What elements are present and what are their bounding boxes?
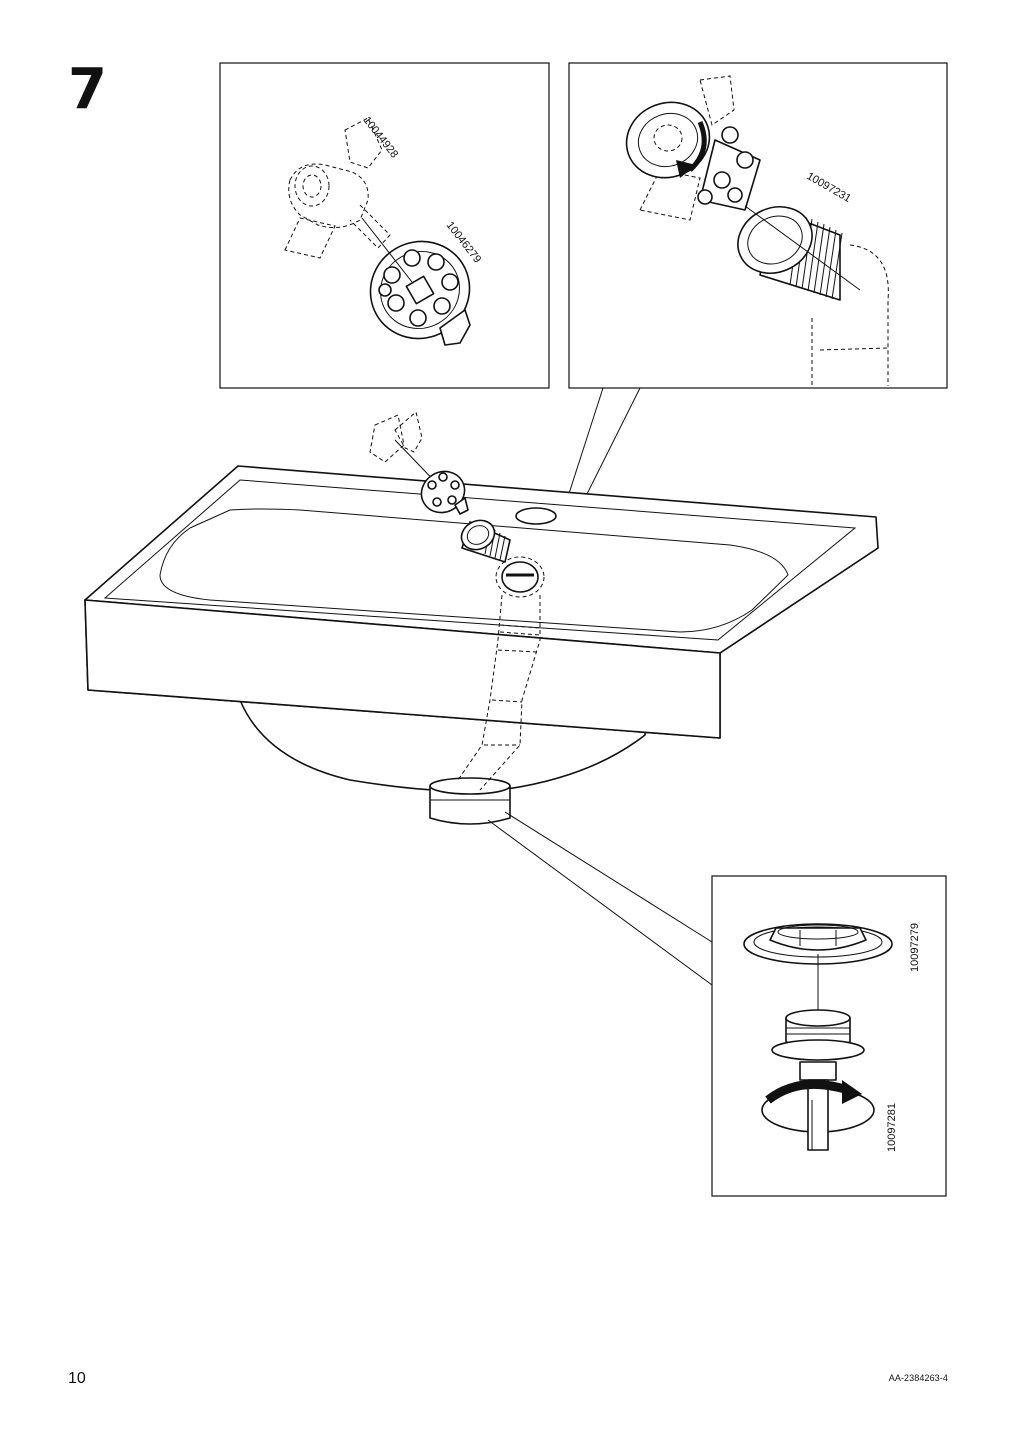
drain-hose [457, 594, 541, 791]
drain-rotation-arrow [765, 1079, 850, 1104]
overflow-pipe [737, 205, 861, 301]
basin-handle [369, 411, 423, 463]
handle-part [284, 117, 391, 259]
basin-valve-insert [420, 470, 469, 515]
drain-rotation-arrow-head [842, 1080, 862, 1104]
drain-ring [743, 923, 893, 965]
step-number: 7 [68, 57, 107, 122]
callout-line-drain-lower [487, 819, 713, 986]
detail-panel-handle: 10044928 10046279 [219, 62, 550, 389]
basin-overflow-hole [495, 556, 545, 598]
part-number-drain-ring: 10097279 [909, 923, 921, 972]
detail-panel-overflow: 10097231 [568, 62, 948, 389]
basin-overflow-pipe [460, 519, 511, 563]
part-number-overflow-pipe: 10097231 [805, 170, 853, 205]
document-code: AA-2384263-4 [888, 1373, 948, 1383]
part-number-handle: 10044928 [361, 114, 401, 160]
detail-panel-drain: 10097279 10097281 [711, 875, 947, 1197]
washbasin [84, 465, 879, 825]
rotation-arrow-head [676, 160, 696, 178]
page-number: 10 [68, 1370, 86, 1387]
part-number-drain-plug: 10097281 [886, 1103, 898, 1152]
valve-insert-part [361, 217, 471, 346]
callout-line-drain-upper [504, 811, 713, 943]
overflow-valve [697, 126, 761, 211]
